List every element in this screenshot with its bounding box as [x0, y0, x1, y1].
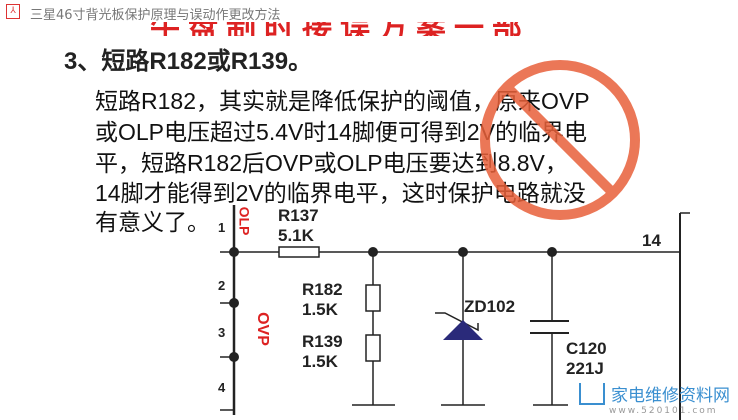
- c120-label: C120: [566, 339, 607, 358]
- pin-label: 4: [218, 380, 226, 395]
- document-title: 三星46寸背光板保护原理与误动作更改方法: [30, 8, 281, 23]
- r137-label: R137: [278, 206, 319, 225]
- pin-label: 2: [218, 278, 226, 293]
- watermark-url: www.520101.com: [609, 406, 718, 416]
- pdf-icon: ⅄: [6, 4, 20, 19]
- red-banner-text: 牛盘制时接误方案一部: [150, 22, 530, 36]
- paragraph-line: 有意义了。: [95, 209, 210, 235]
- paragraph-line: 或OLP电压超过5.4V时14脚便可得到2V的临界电: [95, 119, 588, 145]
- ovp-label: OVP: [253, 312, 271, 346]
- c120-value: 221J: [566, 359, 604, 378]
- r182-label: R182: [302, 280, 343, 299]
- olp-label: OLP: [236, 206, 253, 236]
- watermark-logo: 家电维修资料网 www.520101.com: [579, 381, 730, 416]
- watermark-name: 家电维修资料网: [611, 386, 730, 406]
- r137-value: 5.1K: [278, 226, 314, 245]
- zd102-label: ZD102: [464, 297, 516, 316]
- section-heading: 3、短路R182或R139。: [64, 48, 313, 75]
- zener-diode-icon: [443, 320, 483, 340]
- r139-value: 1.5K: [302, 352, 338, 371]
- prohibit-icon: [480, 60, 640, 220]
- title-bar: ⅄ 三星46寸背光板保护原理与误动作更改方法: [0, 0, 738, 23]
- r139-label: R139: [302, 332, 343, 351]
- pin14-label: 14: [642, 231, 661, 250]
- book-icon: [579, 382, 605, 405]
- pin-label: 1: [218, 220, 226, 235]
- r182-value: 1.5K: [302, 300, 338, 319]
- pin-label: 3: [218, 325, 226, 340]
